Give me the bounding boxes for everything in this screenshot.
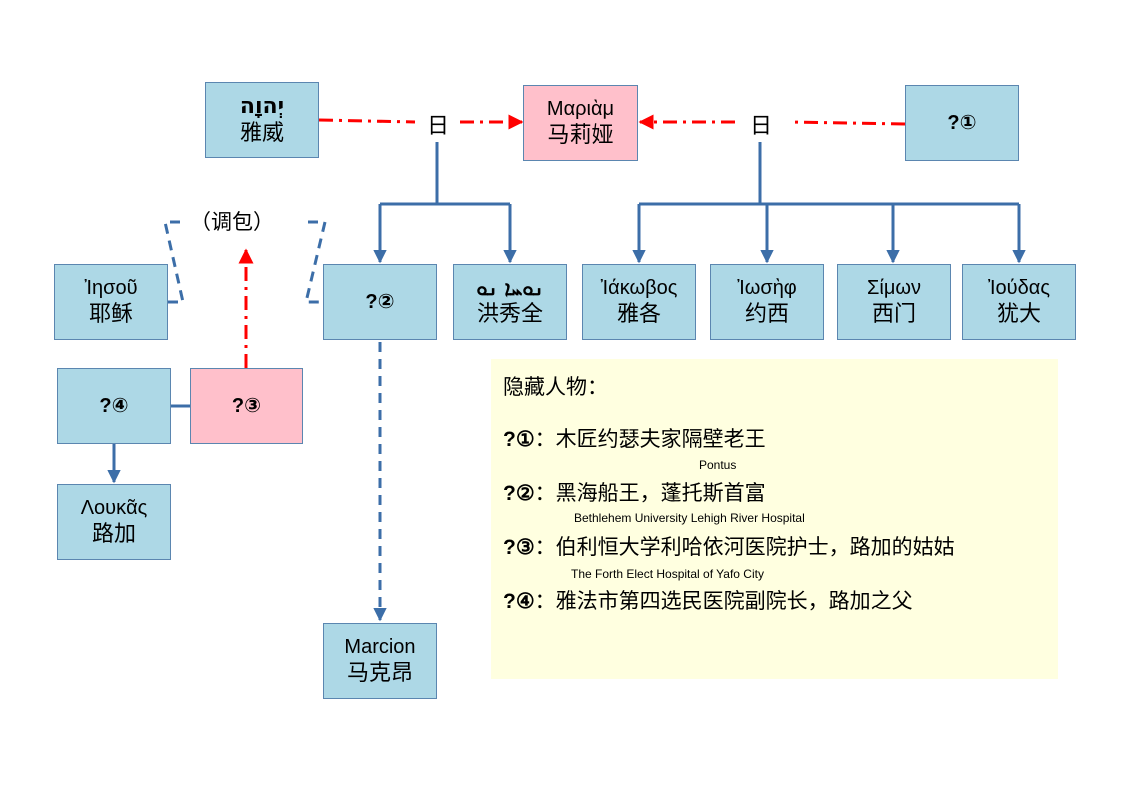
node-ioudas-greek: Ἰούδας: [988, 276, 1050, 299]
node-ioudas: Ἰούδας 犹大: [962, 264, 1076, 340]
note-item-3-key: ?③: [503, 536, 535, 559]
node-yhwh-chinese: 雅威: [239, 121, 284, 146]
node-iakobos-chinese: 雅各: [616, 301, 661, 327]
node-iesous-chinese: 耶稣: [88, 301, 133, 327]
note-item-4-text: ：雅法市第四选民医院副院长，路加之父: [534, 589, 913, 613]
node-yhwh-hebrew: יְהוָה: [239, 93, 285, 119]
swap-bracket-right: [304, 220, 327, 304]
note-item-2: ?②：黑海船王，蓬托斯首富: [503, 477, 766, 507]
node-unknown2: ?②: [323, 264, 437, 340]
node-iesous-greek: Ἰησοῦ: [84, 276, 138, 299]
node-marcion-latin: Marcion: [344, 635, 416, 658]
node-yhwh: יְהוָה 雅威: [205, 82, 319, 158]
node-iesous: Ἰησοῦ 耶稣: [54, 264, 168, 340]
node-mariam-chinese: 马莉娅: [547, 122, 614, 148]
node-unknown4: ?④: [57, 368, 171, 444]
node-loukas-greek: Λουκᾶς: [80, 496, 148, 519]
swap-bracket-left: [163, 220, 185, 304]
node-mariam: Μαριὰμ 马莉娅: [523, 85, 638, 161]
node-unknown3-label: ?③: [231, 394, 262, 417]
node-simon-greek: Σίμων: [867, 276, 921, 299]
node-unknown1: ?①: [905, 85, 1019, 161]
node-marcion: Marcion 马克昂: [323, 623, 437, 699]
note-item-1: ?①：木匠约瑟夫家隔壁老王: [503, 423, 766, 453]
node-ioseph-chinese: 约西: [744, 301, 789, 327]
note-item-2-text: ：黑海船王，蓬托斯首富: [534, 481, 766, 505]
note-item-1-text: ：木匠约瑟夫家隔壁老王: [534, 427, 766, 451]
hidden-characters-note: 隐藏人物： ?①：木匠约瑟夫家隔壁老王 Pontus ?②：黑海船王，蓬托斯首富…: [491, 359, 1058, 679]
note-item-2-caption: Pontus: [699, 458, 737, 472]
note-item-3: ?③：伯利恒大学利哈依河医院护士，路加的姑姑: [503, 531, 955, 561]
note-item-4-caption: The Forth Elect Hospital of Yafo City: [571, 567, 764, 581]
node-simon-chinese: 西门: [871, 301, 916, 327]
node-iakobos: Ἰάκωβος 雅各: [582, 264, 696, 340]
node-unknown4-label: ?④: [99, 394, 129, 417]
node-marcion-chinese: 马克昂: [346, 660, 413, 686]
node-hong-syriac: ܢܘܚܐ ܢܘ: [476, 275, 544, 300]
node-unknown3: ?③: [190, 368, 303, 444]
node-unknown1-label: ?①: [947, 111, 977, 134]
node-ioseph-greek: Ἰωσὴφ: [737, 276, 797, 299]
note-item-3-text: ：伯利恒大学利哈依河医院护士，路加的姑姑: [534, 535, 955, 559]
note-item-4-key: ?④: [503, 590, 535, 613]
node-unknown2-label: ?②: [365, 290, 395, 313]
node-iakobos-greek: Ἰάκωβος: [600, 276, 678, 299]
node-mariam-greek: Μαριὰμ: [546, 97, 615, 120]
node-ioudas-chinese: 犹大: [996, 301, 1041, 327]
node-hong: ܢܘܚܐ ܢܘ 洪秀全: [453, 264, 567, 340]
link-yhwh-ri: [318, 118, 416, 124]
label-ri-left: 日: [427, 114, 450, 139]
label-ri-right: 日: [750, 114, 773, 139]
note-item-1-key: ?①: [503, 428, 535, 451]
note-title: 隐藏人物：: [503, 375, 608, 399]
node-loukas: Λουκᾶς 路加: [57, 484, 171, 560]
node-loukas-chinese: 路加: [91, 521, 136, 547]
node-hong-chinese: 洪秀全: [476, 301, 543, 327]
note-item-2-key: ?②: [503, 482, 535, 505]
note-item-3-caption: Bethlehem University Lehigh River Hospit…: [574, 511, 805, 525]
node-ioseph: Ἰωσὴφ 约西: [710, 264, 824, 340]
note-item-4: ?④：雅法市第四选民医院副院长，路加之父: [503, 585, 913, 615]
link-unknown1-ri: [789, 120, 906, 126]
label-swap: （调包）: [190, 210, 274, 234]
node-simon: Σίμων 西门: [837, 264, 951, 340]
